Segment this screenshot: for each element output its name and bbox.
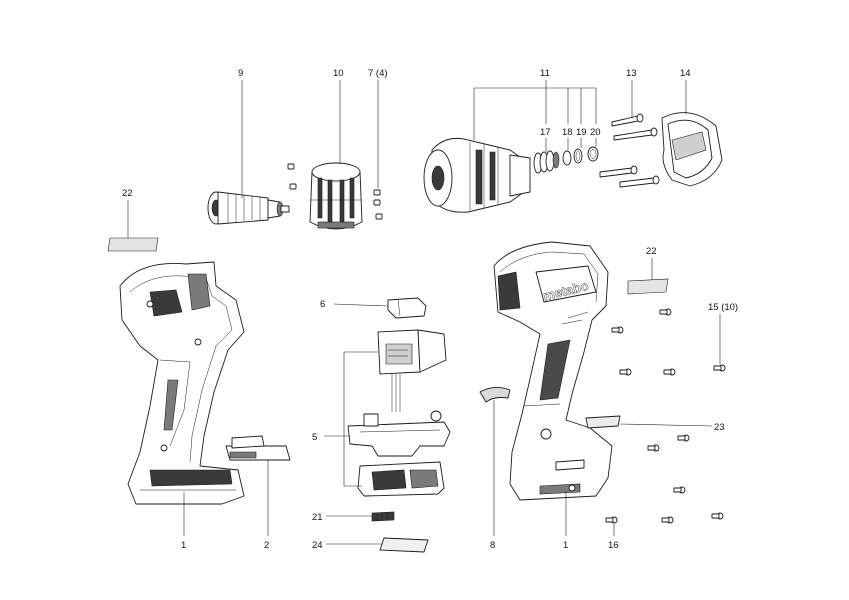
leader-lines	[127, 80, 721, 545]
part-22-label-strip-right	[627, 278, 669, 295]
callout-23: 23	[714, 422, 725, 433]
callout-20: 20	[590, 127, 601, 138]
part-2-latch	[225, 435, 291, 461]
callout-13: 13	[626, 68, 637, 79]
part-9-rotor	[207, 191, 290, 225]
part-11-gear-housing	[423, 137, 531, 213]
callout-24: 24	[312, 540, 323, 551]
part-18-ring	[562, 150, 572, 166]
callout-2: 2	[264, 540, 269, 551]
part-14-bumper	[661, 112, 723, 187]
part-19-ring	[573, 148, 583, 164]
callout-14: 14	[680, 68, 691, 79]
part-20-ring	[587, 146, 599, 162]
part-21-connector	[371, 511, 395, 522]
part-24-pad	[379, 537, 429, 553]
callout-10: 10	[333, 68, 344, 79]
part-17-spring	[533, 150, 560, 174]
part-7-pins	[373, 189, 383, 220]
callout-15: 15 (10)	[708, 302, 738, 313]
part-6-slider	[387, 297, 427, 319]
callout-7: 7 (4)	[368, 68, 388, 79]
callout-8: 8	[490, 540, 495, 551]
callout-19: 19	[576, 127, 587, 138]
callout-1-left: 1	[181, 540, 186, 551]
callout-18: 18	[562, 127, 573, 138]
part-1-right-housing: metabo BRUSHLESS	[493, 241, 613, 501]
part-22-label-strip-left	[107, 237, 159, 252]
callout-16: 16	[608, 540, 619, 551]
small-pins-9-10	[287, 163, 297, 190]
callout-17: 17	[540, 127, 551, 138]
callout-21: 21	[312, 512, 323, 523]
callout-22-left: 22	[122, 188, 133, 199]
part-13-screws	[599, 113, 660, 188]
callout-6: 6	[320, 299, 325, 310]
part-15-16-screws	[605, 308, 726, 524]
part-switch-module	[377, 329, 447, 412]
callout-22-right: 22	[646, 246, 657, 257]
callout-1-right: 1	[563, 540, 568, 551]
part-10-stator	[309, 162, 363, 230]
callout-labels: 9 10 7 (4) 11 13 14 17 18 19 20 22 22 6 …	[122, 68, 738, 551]
callout-9: 9	[238, 68, 243, 79]
part-1-left-housing	[119, 261, 245, 505]
callout-11: 11	[540, 68, 550, 79]
part-5-bracket	[347, 410, 451, 457]
part-23-sticker	[585, 415, 621, 429]
callout-5: 5	[312, 432, 317, 443]
part-battery-contact-block	[357, 461, 445, 497]
part-8-clip	[479, 387, 511, 403]
